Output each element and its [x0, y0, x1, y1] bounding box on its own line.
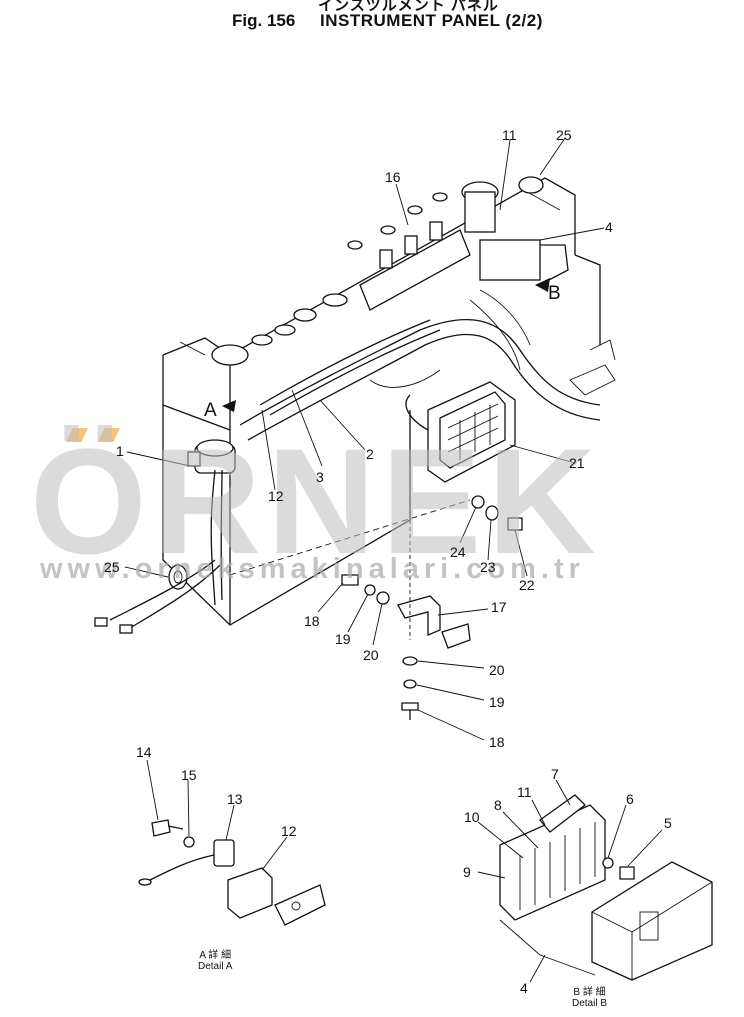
callout-16: 16: [385, 169, 401, 185]
callout-5: 5: [664, 815, 672, 831]
callout-17: 17: [491, 599, 507, 615]
view-b-label: B: [548, 283, 561, 304]
callout-11-detail: 11: [517, 784, 532, 800]
callout-1: 1: [116, 443, 124, 459]
detail-b-en: Detail B: [572, 998, 608, 1009]
callout-19-lower: 19: [489, 694, 505, 710]
callout-6: 6: [626, 791, 634, 807]
callout-4-detail: 4: [520, 980, 528, 996]
watermark-url: www.orneksmakinalari.com.tr: [40, 553, 585, 585]
callout-3: 3: [316, 469, 324, 485]
grommet-and-lead: [94, 559, 221, 634]
callout-leaders: [124, 137, 663, 983]
detail-b-drawing: [499, 794, 713, 981]
callout-24: 24: [450, 544, 466, 560]
switch-block: [211, 176, 569, 366]
detail-b-jp: B 詳 細: [573, 987, 606, 998]
figure-number: Fig. 156: [232, 11, 296, 30]
callout-22: 22: [519, 577, 535, 593]
callout-25-left: 25: [104, 559, 120, 575]
callout-12-detail: 12: [281, 823, 297, 839]
callout-11-main: 11: [502, 127, 517, 143]
callout-20-main: 20: [363, 647, 379, 663]
callout-23: 23: [480, 559, 496, 575]
callout-10: 10: [464, 809, 480, 825]
callout-7: 7: [551, 766, 559, 782]
key-switch: [187, 439, 236, 606]
figure-title: INSTRUMENT PANEL (2/2): [320, 11, 543, 30]
detail-a-jp: A 詳 細: [199, 950, 232, 961]
callout-12-main: 12: [268, 488, 284, 504]
detail-a-drawing: [138, 819, 326, 926]
wiring-harness: [239, 289, 616, 441]
callout-25-top: 25: [556, 127, 572, 143]
callout-20-lower: 20: [489, 662, 505, 678]
view-a-label: A: [204, 400, 217, 421]
japanese-title: インスツルメント パネル: [318, 0, 499, 14]
detail-a-en: Detail A: [198, 961, 233, 972]
callout-4-main: 4: [605, 219, 613, 235]
callout-18-main: 18: [304, 613, 320, 629]
detail-a-caption: A 詳 細 Detail A: [198, 950, 232, 972]
callout-21: 21: [569, 455, 585, 471]
callout-14: 14: [136, 744, 152, 760]
callout-8: 8: [494, 797, 502, 813]
callout-13: 13: [227, 791, 243, 807]
view-a-arrow: [222, 400, 236, 412]
callout-19-main: 19: [335, 631, 351, 647]
watermark-accent: [66, 428, 130, 447]
work-lamp: [405, 381, 516, 483]
callout-9: 9: [463, 864, 471, 880]
detail-b-caption: B 詳 細 Detail B: [572, 987, 607, 1009]
callout-18-lower: 18: [489, 734, 505, 750]
view-b-arrow: [535, 278, 550, 292]
callout-15: 15: [181, 767, 197, 783]
watermark-text: ÖRNEK: [30, 417, 602, 585]
callout-2: 2: [366, 446, 374, 462]
